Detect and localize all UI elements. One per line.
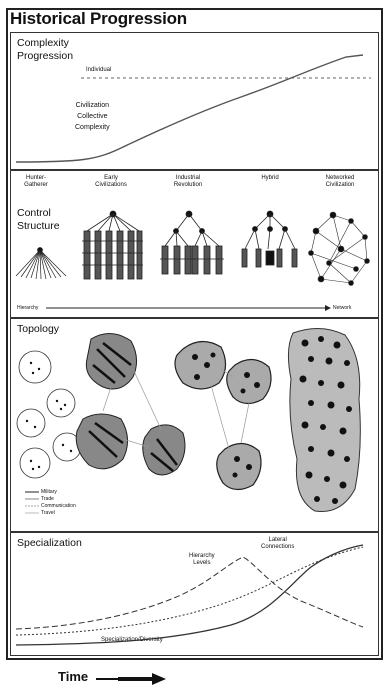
topology-graphic	[11, 319, 379, 532]
industrial-blobs	[175, 341, 271, 489]
hybrid-tree	[242, 211, 297, 267]
complexity-panel: Complexity Progression Individual Civili…	[10, 32, 379, 170]
topology-panel: Topology Military Trade Communication Tr…	[10, 318, 379, 532]
industrial-tree	[160, 211, 224, 274]
hunter-fan	[16, 248, 66, 280]
control-panel: Control Structure Hunter- Gatherer Early…	[10, 170, 379, 318]
early-civ-tree	[82, 211, 143, 279]
early-civ-blobs	[76, 333, 185, 475]
network-graph	[309, 212, 370, 286]
band-circles	[17, 351, 81, 478]
time-label: Time	[58, 669, 88, 684]
specialization-panel: Specialization Lateral Connections Hiera…	[10, 532, 379, 656]
specialization-curves	[11, 533, 379, 656]
control-structures	[11, 171, 379, 318]
complexity-curve	[11, 33, 379, 170]
networked-blob	[288, 328, 360, 511]
page-title: Historical Progression	[10, 9, 187, 29]
